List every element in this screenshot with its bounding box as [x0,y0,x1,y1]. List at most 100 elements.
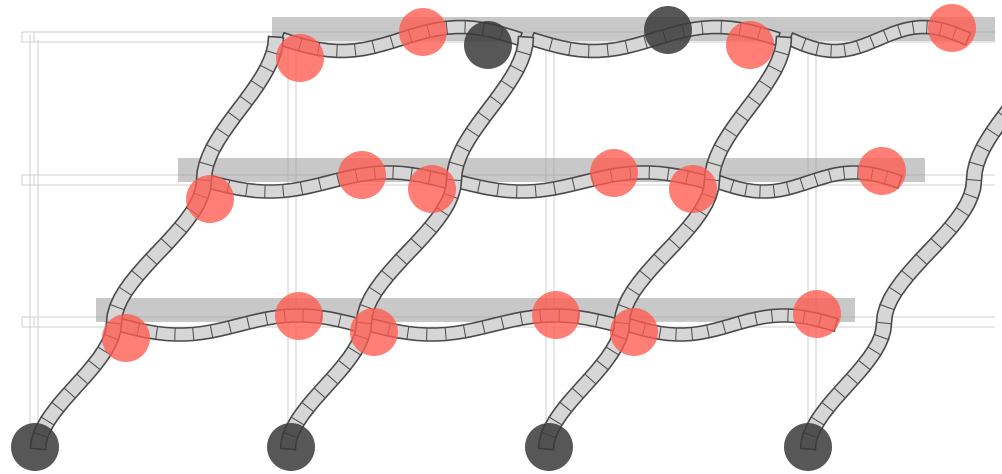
column-4 [799,105,1002,451]
hinge-base-column-1 [11,423,59,471]
column-4-tick [956,207,970,217]
column-1-tick [118,286,132,296]
column-4-tick [986,127,1000,137]
column-2-tick [456,144,470,153]
column-2-tick [313,387,326,399]
beam-level-3-bay-1-tick [371,40,376,54]
hinge-collapse-level-3-bay-2-right [644,6,692,54]
beam-level-2-bay-3-tick [827,169,833,183]
column-4-tick [867,346,882,356]
beam-level-2-bay-1-tick [245,183,249,197]
beam-level-3-bay-2-tick [701,21,704,35]
column-2-tick [347,346,362,356]
column-3-tick [653,253,666,265]
beam-level-2-bay-3-tick [813,173,819,187]
column-3-tick [596,359,609,371]
beam-level-1-bay-2-tick [462,324,467,338]
column-2-tick [466,127,480,137]
hinge-yield-level-1-bay-3-left [610,308,658,356]
column-3-tick [682,222,695,233]
beam-level-2-bay-3-tick [785,181,791,195]
beam-level-2-bay-1-tick [299,181,304,195]
beam-level-2-bay-3-tick [772,184,776,198]
column-3-tick [571,387,584,399]
hinge-yield-level-2-bay-3-right [858,147,906,195]
hinge-yield-level-1-bay-1-right [275,292,323,340]
hinge-yield-level-2-bay-2-right [590,149,638,197]
beam-level-2-bay-2-tick [571,177,576,191]
beam-level-2-bay-3-tick [842,166,846,180]
column-1-tick [250,80,264,90]
beam-level-1-bay-1-tick [227,320,232,334]
beam-level-1-bay-1-tick [246,316,251,330]
column-3-tick [626,286,640,296]
column-4-tick [944,222,957,233]
beam-level-1-bay-3-tick [754,312,758,326]
column-3-tick [714,144,728,153]
beam-level-1-bay-2-tick [519,312,524,326]
column-2-tick [510,64,524,73]
column-2-tick [516,50,531,56]
beam-level-2-bay-3-tick [799,177,805,191]
column-2-tick [489,95,503,106]
beam-level-3-bay-1-tick [354,43,357,57]
column-1-tick [206,144,220,153]
beam-level-1-bay-3-tick [737,316,743,330]
hinge-yield-level-3-bay-3-left [726,21,774,69]
beam-level-2-bay-3-tick [729,180,735,193]
column-4-tick [966,178,982,182]
column-2-tick [326,373,339,385]
beam-level-1-bay-3-tick [721,320,727,334]
column-3-tick [584,373,597,385]
beam-level-3-bay-2-tick [643,35,648,49]
column-2 [279,35,535,451]
beam-level-1-bay-1-tick [264,312,269,326]
beam-level-3-bay-3-tick [856,40,861,54]
beam-level-2-bay-3-tick [759,185,761,199]
column-1 [29,35,285,451]
column-4-tick [846,373,859,385]
column-2-tick [449,161,464,167]
column-3-tick [758,80,772,90]
beam-level-2-bay-2-tick [477,180,481,193]
beam-level-3-bay-1-tick [389,35,395,49]
hinge-base-column-2 [267,423,315,471]
hinge-yield-level-1-bay-2-left [350,308,398,356]
column-2-tick [477,111,491,122]
column-3-tick [707,161,722,167]
column-3-tick [774,50,789,56]
column-3-body [537,35,793,451]
beam-level-3-bay-3-tick [926,20,928,34]
column-1-tick [239,95,253,106]
column-4-tick [915,253,928,265]
column-3-tick [605,346,620,356]
deformed-columns [29,35,1002,451]
beam-level-2-bay-1-tick [317,177,322,191]
column-2-tick [368,286,382,296]
beam-level-3-bay-3-tick [800,38,807,51]
hinge-yield-level-1-bay-1-left [102,314,150,362]
column-1-tick [160,238,173,250]
beam-level-1-bay-3-tick [658,326,662,340]
beam-level-1-bay-2-tick [595,314,599,327]
beam-level-2-bay-2-tick [666,167,670,181]
undeformed-beam-end [21,174,35,186]
hinge-yield-level-3-bay-3-right [928,4,976,52]
beam-level-1-bay-1-tick [337,314,342,327]
beam-level-2-bay-2-tick [496,183,500,197]
hinge-collapse-level-3-bay-2-left [464,21,512,69]
beam-level-3-bay-3-tick [815,42,820,56]
column-2-tick [424,222,437,233]
beam-level-1-bay-1-tick [192,327,195,341]
column-4-tick [901,270,914,281]
beam-level-3-bay-2-tick [606,43,609,57]
column-4-tick [963,192,979,199]
beam-level-1-bay-3-tick [690,327,694,341]
beam-level-3-bay-2-tick [568,42,572,56]
beam-level-1-bay-2-tick [406,326,410,340]
column-3-tick [747,95,761,106]
beam-level-1-bay-2-tick [444,327,447,341]
beam-level-3-bay-2-tick [548,38,554,51]
